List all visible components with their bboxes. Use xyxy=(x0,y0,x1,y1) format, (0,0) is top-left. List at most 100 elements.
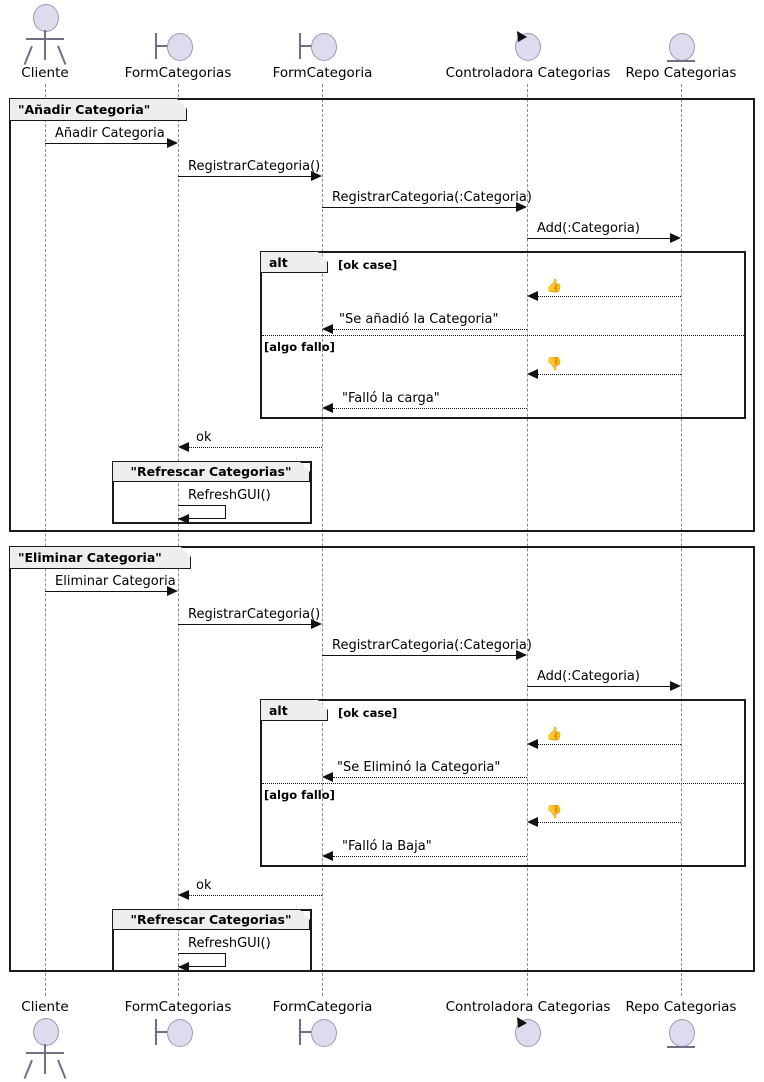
message-arrowhead-fallo-carga xyxy=(322,403,333,413)
message-line-fallo-baja xyxy=(333,856,527,857)
participant-label-repo-bottom: Repo Categorias xyxy=(625,999,737,1015)
participant-label-controladora: Controladora Categorias xyxy=(445,65,611,81)
message-label-add-categoria: Add(:Categoria) xyxy=(537,221,640,236)
participant-label-formcategorias-bottom: FormCategorias xyxy=(124,999,232,1015)
message-arrowhead-repo-ok-anadir xyxy=(527,291,538,301)
message-line-repo-ok-eliminar xyxy=(538,744,681,745)
message-line-se-anadio xyxy=(333,329,527,330)
thumbs-down-icon: 👎 xyxy=(546,357,563,372)
participant-label-cliente-bottom: Cliente xyxy=(21,999,69,1015)
actor-arms-icon xyxy=(26,1052,64,1054)
actor-arms-icon xyxy=(26,38,64,40)
participant-label-repo: Repo Categorias xyxy=(625,65,737,81)
group-frame-eliminar xyxy=(9,546,755,972)
lifeline-controladora xyxy=(527,84,528,996)
group-tab-label-eliminar: "Eliminar Categoria" xyxy=(18,550,162,565)
entity-circle-icon xyxy=(669,33,695,61)
thumbs-down-icon: 👎 xyxy=(546,805,563,820)
alt-separator-anadir xyxy=(262,335,744,336)
message-line-repo-fail-anadir xyxy=(538,374,681,375)
message-line-registrarcategoria-2 xyxy=(178,624,311,625)
message-arrowhead-registrarcategoria-param xyxy=(516,202,527,212)
refresh-tab-eliminar: "Refrescar Categorias" xyxy=(112,909,310,930)
refresh-tab-label-eliminar: "Refrescar Categorias" xyxy=(130,912,292,927)
entity-underline-icon xyxy=(667,1046,695,1048)
group-tab-anadir: "Añadir Categoria" xyxy=(9,98,187,121)
message-label-registrarcategoria-param-2: RegistrarCategoria(:Categoria) xyxy=(332,638,532,653)
boundary-circle-icon xyxy=(167,33,193,61)
message-line-registrarcategoria-param xyxy=(322,207,516,208)
control-arrow-icon xyxy=(517,1017,527,1028)
message-line-repo-fail-eliminar xyxy=(538,822,681,823)
message-line-add-categoria-2 xyxy=(527,686,670,687)
actor-leg-right-icon xyxy=(57,45,66,65)
actor-leg-right-icon xyxy=(57,1059,66,1079)
message-label-ok-eliminar: ok xyxy=(196,878,212,893)
thumbs-up-icon: 👍 xyxy=(546,279,563,294)
alt-separator-eliminar xyxy=(262,783,744,784)
alt-tab-eliminar: alt xyxy=(260,699,328,721)
entity-circle-icon xyxy=(669,1019,695,1047)
message-arrowhead-add-categoria-2 xyxy=(670,681,681,691)
message-label-anadir-categoria: Añadir Categoria xyxy=(55,126,165,141)
lifeline-formcategoria xyxy=(322,84,323,996)
actor-body-icon xyxy=(44,1044,46,1074)
boundary-connector-icon xyxy=(299,45,313,47)
self-message-arrowhead-eliminar xyxy=(178,962,189,972)
group-tab-eliminar: "Eliminar Categoria" xyxy=(9,546,191,569)
lifeline-repo xyxy=(681,84,682,996)
alt-guard-fail-eliminar: [algo fallo] xyxy=(264,788,335,802)
alt-guard-fail-anadir: [algo fallo] xyxy=(264,340,335,354)
message-arrowhead-add-categoria xyxy=(670,233,681,243)
message-arrowhead-se-elimino xyxy=(322,772,333,782)
alt-guard-ok-anadir: [ok case] xyxy=(338,258,398,272)
boundary-circle-icon xyxy=(167,1019,193,1047)
alt-tab-label-anadir: alt xyxy=(269,254,288,270)
lifeline-cliente xyxy=(45,84,46,996)
participant-label-cliente: Cliente xyxy=(21,65,69,81)
message-line-repo-ok-anadir xyxy=(538,296,681,297)
actor-leg-left-icon xyxy=(23,45,33,65)
message-arrowhead-repo-fail-anadir xyxy=(527,369,538,379)
message-label-se-elimino: "Se Eliminó la Categoria" xyxy=(337,760,501,775)
actor-leg-left-icon xyxy=(23,1059,33,1079)
message-label-eliminar-categoria: Eliminar Categoria xyxy=(55,574,176,589)
message-line-ok-anadir xyxy=(189,447,322,448)
message-arrowhead-se-anadio xyxy=(322,324,333,334)
thumbs-up-icon: 👍 xyxy=(546,727,563,742)
message-line-anadir-categoria xyxy=(45,143,167,144)
message-label-fallo-carga: "Falló la carga" xyxy=(342,391,440,406)
alt-tab-anadir: alt xyxy=(260,251,328,273)
refresh-tab-anadir: "Refrescar Categorias" xyxy=(112,461,310,482)
participant-label-controladora-bottom: Controladora Categorias xyxy=(445,999,611,1015)
control-arrow-icon xyxy=(517,31,527,42)
lifeline-formcategorias xyxy=(178,84,179,996)
alt-guard-ok-eliminar: [ok case] xyxy=(338,706,398,720)
message-label-registrarcategoria: RegistrarCategoria() xyxy=(188,159,321,174)
message-label-ok-anadir: ok xyxy=(196,430,212,445)
self-message-loop-eliminar xyxy=(178,953,226,967)
message-line-se-elimino xyxy=(333,777,527,778)
alt-frame-eliminar xyxy=(260,699,746,867)
message-arrowhead-ok-anadir xyxy=(178,442,189,452)
alt-frame-anadir xyxy=(260,251,746,419)
boundary-connector-icon xyxy=(299,1031,313,1033)
actor-body-icon xyxy=(44,30,46,60)
message-label-refreshgui-eliminar: RefreshGUI() xyxy=(188,936,271,951)
message-line-registrarcategoria xyxy=(178,176,311,177)
entity-underline-icon xyxy=(667,60,695,62)
message-label-fallo-baja: "Falló la Baja" xyxy=(342,839,432,854)
message-line-ok-eliminar xyxy=(189,895,322,896)
participant-label-formcategorias: FormCategorias xyxy=(124,65,232,81)
boundary-circle-icon xyxy=(311,33,337,61)
message-line-fallo-carga xyxy=(333,408,527,409)
boundary-connector-icon xyxy=(155,1031,169,1033)
group-tab-label-anadir: "Añadir Categoria" xyxy=(18,102,151,117)
message-label-refreshgui-anadir: RefreshGUI() xyxy=(188,488,271,503)
participant-label-formcategoria: FormCategoria xyxy=(272,65,373,81)
message-label-registrarcategoria-param: RegistrarCategoria(:Categoria) xyxy=(332,190,532,205)
boundary-circle-icon xyxy=(311,1019,337,1047)
self-message-arrowhead-anadir xyxy=(178,514,189,524)
actor-head-icon xyxy=(33,1018,59,1046)
alt-tab-label-eliminar: alt xyxy=(269,702,288,718)
